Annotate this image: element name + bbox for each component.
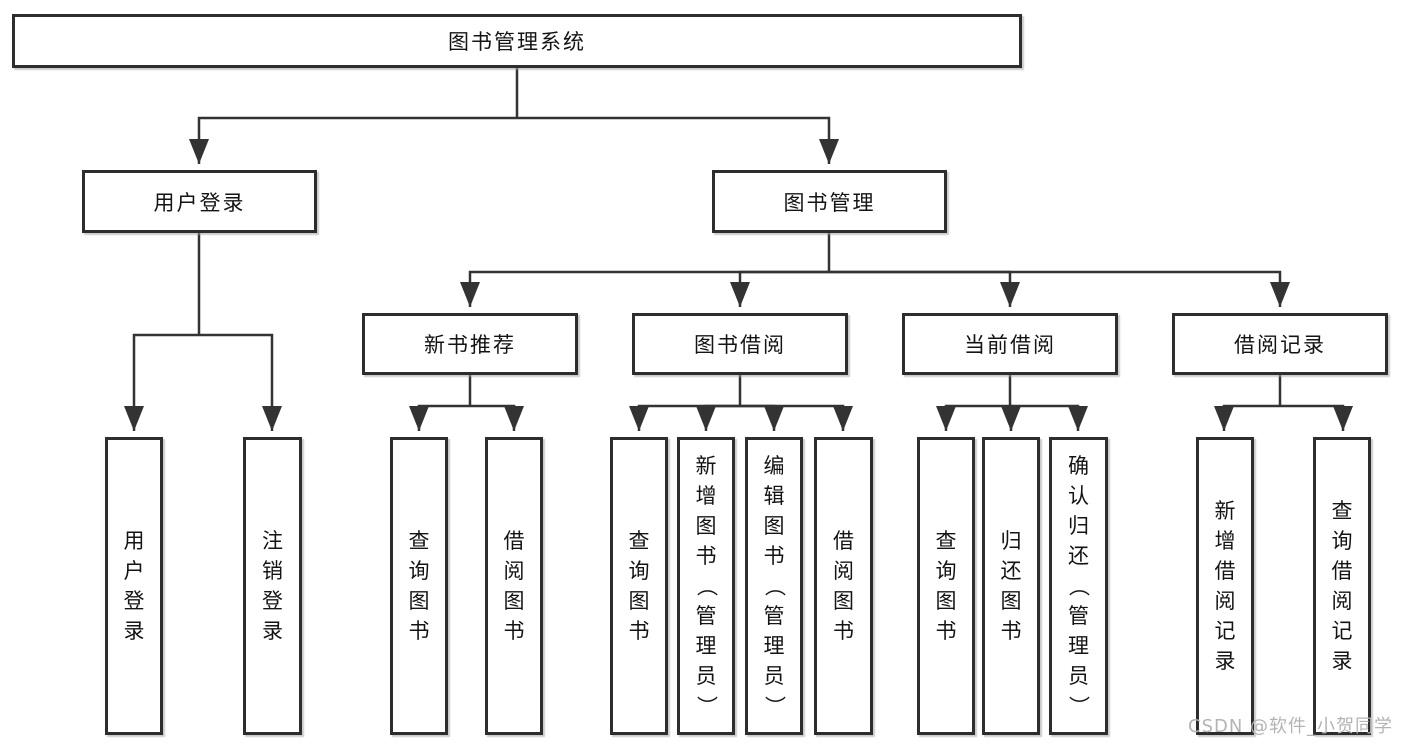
node-label: 借阅记录 — [1234, 333, 1326, 357]
leaf-borrow-edit-books-admin: 编辑图书（管理员） — [745, 437, 803, 735]
node-label: 查询图书 — [628, 529, 650, 643]
leaf-recommend-query-books: 查询图书 — [390, 437, 448, 735]
leaf-records-add-borrow-record: 新增借阅记录 — [1196, 437, 1254, 735]
node-label: 确认归还（管理员） — [1066, 454, 1091, 717]
node-label: 编辑图书（管理员） — [762, 454, 786, 717]
node-label: 用户登录 — [153, 190, 246, 215]
node-label: 当前借阅 — [964, 333, 1056, 357]
leaf-borrow-query-books: 查询图书 — [610, 437, 668, 735]
leaf-borrow-borrow-books: 借阅图书 — [814, 437, 873, 735]
node-label: 新书推荐 — [424, 333, 516, 357]
leaf-borrow-add-books-admin: 新增图书（管理员） — [677, 437, 735, 735]
node-label: 注销登录 — [262, 529, 283, 643]
leaf-logout-login: 注销登录 — [243, 437, 302, 735]
node-new-book-recommend: 新书推荐 — [362, 313, 578, 375]
leaf-current-query-books: 查询图书 — [917, 437, 975, 735]
node-label: 归还图书 — [1000, 529, 1022, 643]
node-label: 图书借阅 — [694, 333, 786, 357]
leaf-current-return-books: 归还图书 — [982, 437, 1040, 735]
node-library-management-system: 图书管理系统 — [12, 14, 1022, 68]
node-label: 查询图书 — [935, 529, 957, 643]
leaf-current-confirm-return-admin: 确认归还（管理员） — [1049, 437, 1108, 735]
node-label: 图书管理 — [783, 190, 876, 215]
leaf-recommend-borrow-books: 借阅图书 — [485, 437, 543, 735]
node-label: 查询借阅记录 — [1331, 499, 1353, 673]
node-user-login: 用户登录 — [82, 170, 317, 233]
node-book-management: 图书管理 — [712, 170, 947, 233]
node-borrow-records: 借阅记录 — [1172, 313, 1388, 375]
node-label: 新增图书（管理员） — [694, 454, 718, 717]
node-label: 查询图书 — [408, 529, 430, 643]
node-label: 借阅图书 — [503, 529, 525, 643]
node-label: 新增借阅记录 — [1214, 499, 1236, 673]
node-label: 图书管理系统 — [448, 30, 586, 54]
node-current-borrow: 当前借阅 — [902, 313, 1118, 375]
leaf-user-login: 用户登录 — [105, 437, 163, 735]
node-label: 借阅图书 — [833, 529, 854, 643]
csdn-watermark: CSDN @软件_小贺同学 — [1188, 716, 1394, 737]
leaf-records-query-borrow-record: 查询借阅记录 — [1313, 437, 1371, 735]
node-label: 用户登录 — [123, 529, 145, 643]
node-book-borrow: 图书借阅 — [632, 313, 848, 375]
